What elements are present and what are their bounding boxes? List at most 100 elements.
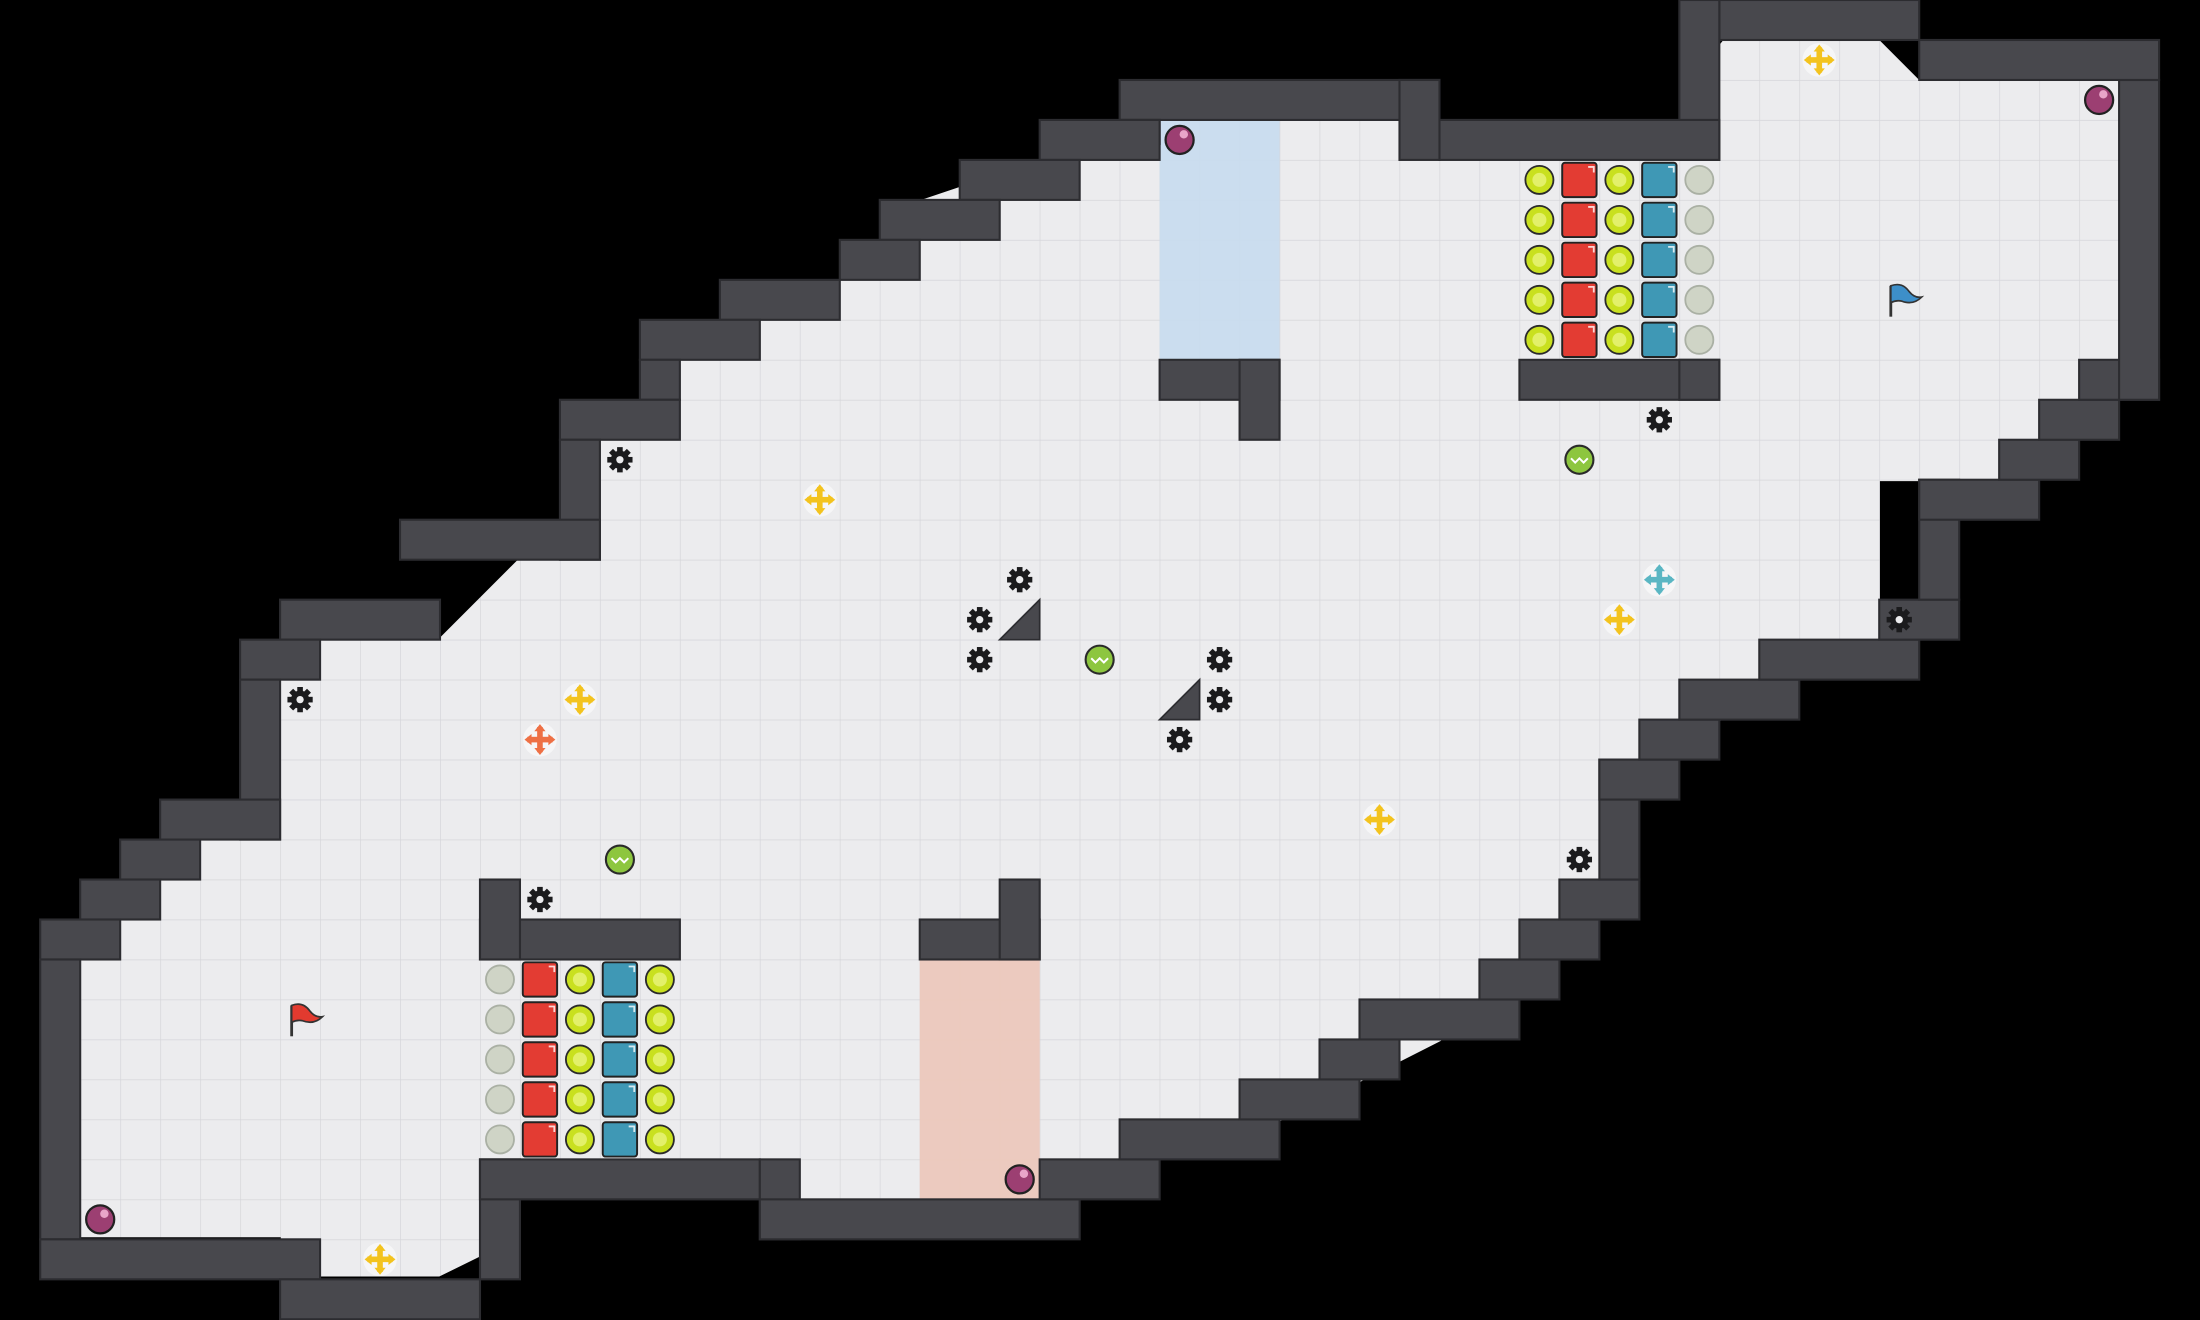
mover-bar-v (377, 1246, 383, 1272)
blue-zone (1159, 119, 1280, 400)
mover-arrowhead (388, 1253, 396, 1265)
red-block (521, 1041, 559, 1078)
spike-icon (1206, 647, 1233, 673)
blue-block (1641, 321, 1678, 358)
block-shine (1588, 245, 1595, 253)
wall-segment (1998, 438, 2081, 481)
green-ball-icon[interactable] (604, 844, 635, 875)
spike-icon (1166, 726, 1193, 753)
spike-icon (607, 447, 633, 473)
mover-bar-v (1376, 806, 1383, 833)
block-shine (628, 1125, 636, 1133)
spike-icon (967, 607, 993, 633)
yellow-button-core (1532, 172, 1547, 187)
inactive-button[interactable] (1684, 324, 1715, 355)
mover-arrowhead (374, 1243, 386, 1251)
green-ball-icon[interactable] (1564, 444, 1595, 475)
spike-icon (527, 886, 553, 913)
wall-segment (718, 278, 841, 321)
yellow-button-core (572, 1052, 587, 1067)
inactive-button[interactable] (1684, 244, 1715, 275)
wall-segment (1918, 478, 2041, 521)
block-shine (548, 1125, 556, 1133)
yellow-button-core (1532, 212, 1547, 227)
spike-hole (1575, 855, 1584, 864)
mover-arrowhead (1627, 614, 1635, 626)
green-ball-stripe (1570, 456, 1589, 464)
green-ball-stripe (610, 856, 630, 864)
wall-segment (998, 878, 1041, 961)
inactive-button[interactable] (1684, 284, 1715, 315)
spike-hole (1016, 576, 1024, 584)
move-arrows-icon (363, 1242, 397, 1277)
wall-segment (39, 1238, 322, 1281)
red-flag-icon (290, 1003, 326, 1037)
wall-segment (159, 798, 282, 841)
red-block (521, 1081, 559, 1118)
mover-arrowhead (1667, 574, 1675, 586)
wall-segment (39, 918, 122, 961)
wall-segment (279, 598, 442, 641)
blue-block (601, 961, 639, 998)
wall-segment (2118, 78, 2161, 401)
blue-block (601, 1001, 639, 1038)
inactive-button[interactable] (485, 1084, 515, 1115)
block-shine (1588, 166, 1595, 173)
yellow-button-core (1532, 292, 1547, 307)
inactive-button[interactable] (1684, 204, 1715, 235)
wall-segment (1678, 678, 1801, 721)
wall-segment (758, 1198, 1081, 1241)
block-shine (1668, 245, 1675, 253)
orb-shine (100, 1209, 109, 1218)
blue-block (1641, 281, 1678, 319)
wall-segment (1038, 1158, 1161, 1201)
wall-segment (2038, 398, 2121, 441)
mover-arrowhead (1803, 54, 1811, 66)
spike-hole (1215, 695, 1224, 704)
inactive-button[interactable] (485, 964, 515, 995)
mover-arrowhead (364, 1253, 372, 1265)
red-block (1561, 281, 1598, 319)
inactive-button[interactable] (1684, 164, 1715, 195)
mover-arrowhead (1827, 54, 1835, 66)
wall-segment (478, 1158, 761, 1201)
mover-arrowhead (814, 484, 826, 492)
wall-segment (838, 238, 921, 281)
block-shine (1588, 325, 1595, 333)
mover-bar-v (1656, 567, 1663, 593)
inactive-button[interactable] (485, 1124, 515, 1155)
orb-icon (85, 1204, 116, 1235)
red-block (1561, 161, 1598, 199)
yellow-button-core (1532, 252, 1547, 267)
move-arrows-icon (523, 722, 557, 757)
mover-arrowhead (574, 708, 586, 716)
block-shine (1668, 166, 1675, 173)
mover-arrowhead (814, 508, 826, 516)
spike-hole (1215, 656, 1224, 664)
red-block (1561, 241, 1598, 279)
move-arrows-icon (563, 682, 597, 717)
blue-block (1641, 201, 1678, 239)
inactive-button[interactable] (485, 1044, 515, 1075)
wall-segment (119, 838, 202, 881)
green-ball-icon[interactable] (1084, 644, 1115, 675)
wall-segment (1558, 878, 1641, 921)
mover-arrowhead (1613, 604, 1625, 612)
yellow-button-core (1612, 332, 1627, 347)
wall-segment (1238, 358, 1281, 441)
green-ball-stripe (1090, 656, 1109, 664)
block-shine (1588, 205, 1595, 213)
spike-tooth (1016, 585, 1023, 593)
wall-segment (958, 158, 1081, 201)
inactive-button[interactable] (485, 1004, 515, 1035)
blue-block (1641, 241, 1678, 279)
spike-icon (287, 687, 313, 713)
yellow-button-core (652, 972, 667, 987)
mover-bar-v (1816, 47, 1823, 73)
mover-bar-v (1616, 607, 1623, 633)
spike-hole (296, 695, 304, 704)
yellow-button-core (652, 1012, 667, 1027)
blue-flag-icon (1889, 283, 1925, 317)
wall-segment (1718, 0, 1921, 42)
